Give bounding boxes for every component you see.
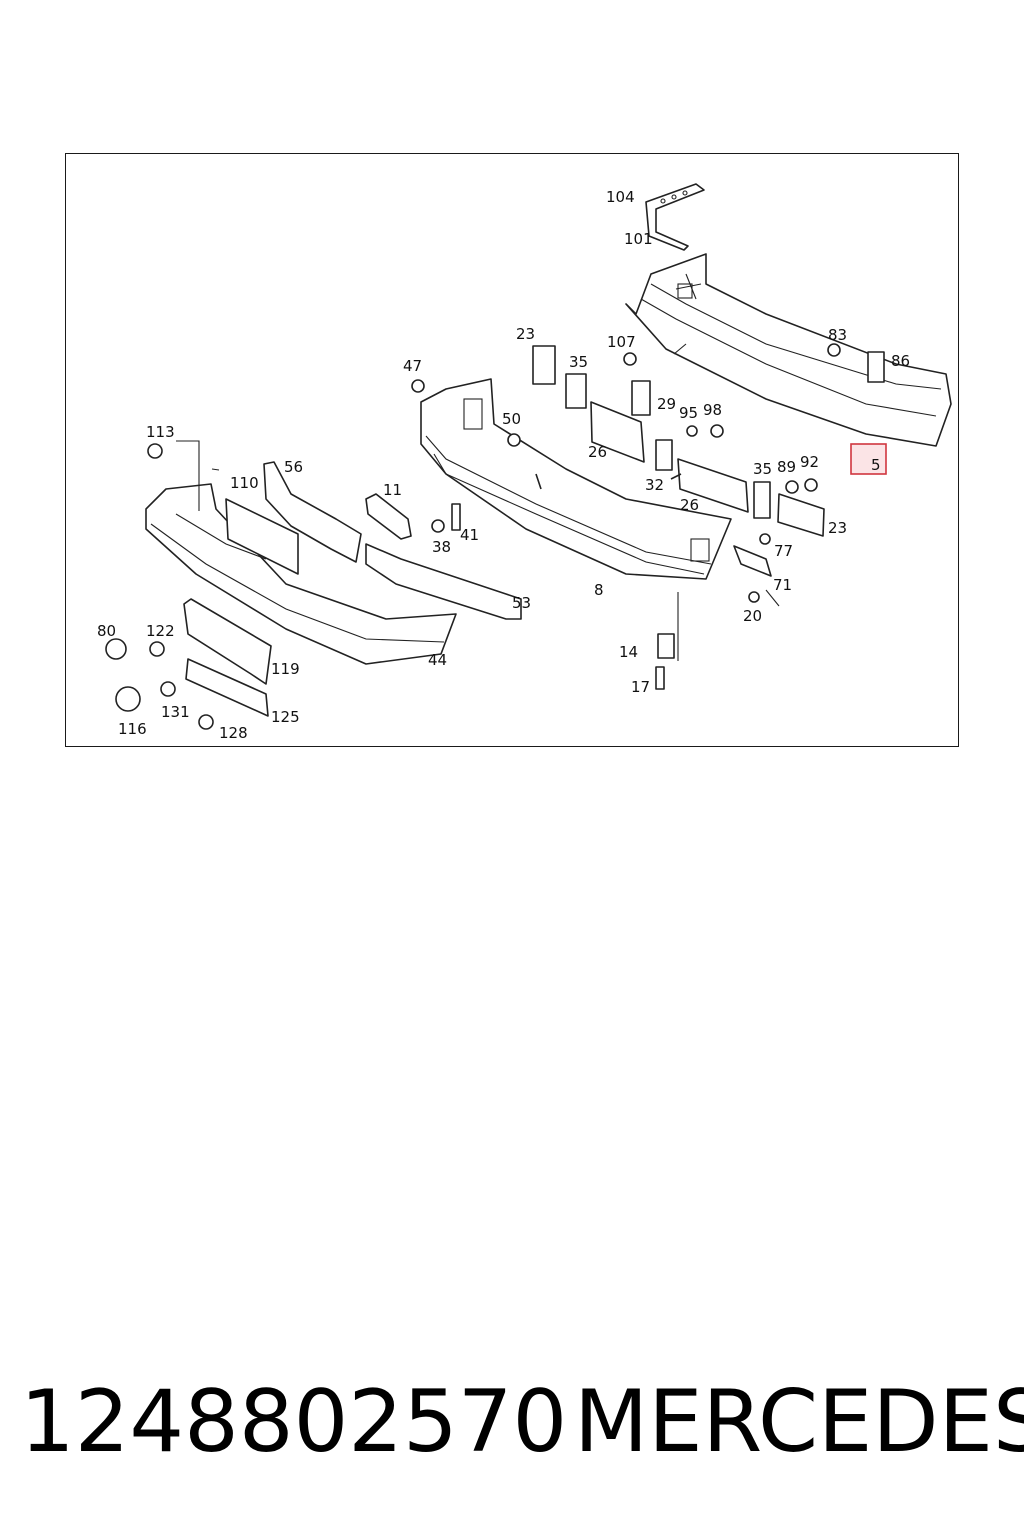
callout-98: 98 [703,401,722,419]
trim-53 [365,543,522,620]
callout-110: 110 [230,474,259,492]
callout-56: 56 [284,458,303,476]
callout-35: 35 [753,460,772,478]
callout-89: 89 [777,458,796,476]
callout-41: 41 [460,526,479,544]
guide-11 [365,493,412,540]
callout-44: 44 [428,651,447,669]
bracket-104-101 [645,183,705,251]
callout-125: 125 [271,708,300,726]
callout-122: 122 [146,622,175,640]
callout-23: 23 [828,519,847,537]
callout-38: 38 [432,538,451,556]
leader-lines [176,343,780,661]
callout-14: 14 [619,643,638,661]
plate-110 [225,498,299,575]
callout-20: 20 [743,607,762,625]
bracket-119 [183,598,272,685]
callout-83: 83 [828,326,847,344]
callout-53: 53 [512,594,531,612]
callout-104: 104 [606,188,635,206]
rear-bumper-shell [625,253,952,447]
callout-8: 8 [594,581,604,599]
callout-80: 80 [97,622,116,640]
callout-92: 92 [800,453,819,471]
callout-26: 26 [680,496,699,514]
callout-128: 128 [219,724,248,742]
callout-119: 119 [271,660,300,678]
callout-101: 101 [624,230,653,248]
callout-11: 11 [383,481,402,499]
callout-32: 32 [645,476,664,494]
part-number: 1248802570 [20,1372,568,1472]
callout-86: 86 [891,352,910,370]
callout-47: 47 [403,357,422,375]
caption: 1248802570 MERCEDES [0,1372,1024,1472]
callout-116: 116 [118,720,147,738]
small-parts [105,343,885,730]
callout-29: 29 [657,395,676,413]
callout-5: 5 [871,456,881,474]
callout-17: 17 [631,678,650,696]
callout-26: 26 [588,443,607,461]
callout-95: 95 [679,404,698,422]
callout-107: 107 [607,333,636,351]
strip-125 [185,658,269,717]
callout-131: 131 [161,703,190,721]
callout-35: 35 [569,353,588,371]
callout-71: 71 [773,576,792,594]
highlight-box [850,443,887,475]
callout-77: 77 [774,542,793,560]
bumper-cover-8 [420,378,732,580]
callout-113: 113 [146,423,175,441]
brand-name: MERCEDES [574,1372,1024,1472]
trim-strip-56 [263,461,362,563]
bumper-lower-44 [145,483,457,665]
callout-23: 23 [516,325,535,343]
callout-50: 50 [502,410,521,428]
